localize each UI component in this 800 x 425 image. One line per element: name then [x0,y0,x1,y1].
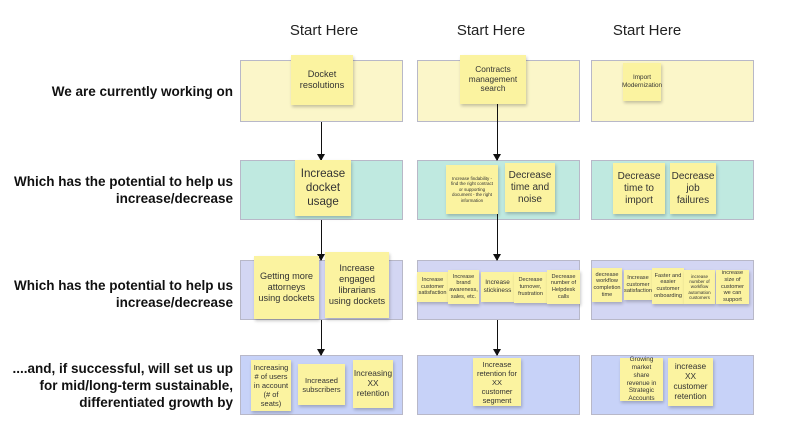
arrow-c2-2 [493,214,501,261]
arrow-c2-3 [493,320,501,356]
sticky-note[interactable]: decrease workflow completion time [592,268,622,302]
sticky-note[interactable]: Increase docket usage [295,160,351,216]
sticky-note[interactable]: Increase findability - find the right co… [446,165,498,214]
sticky-note[interactable]: Increasing XX retention [353,360,393,408]
sticky-note[interactable]: Contracts management search [460,55,526,104]
sticky-note[interactable]: Import Modernization [622,63,662,101]
arrow-c2-1 [493,104,501,161]
sticky-note[interactable]: Increase customer satisfaction [417,272,448,302]
column-header-3: Start Here [612,22,682,39]
sticky-note[interactable]: Increase brand awareness, sales, etc. [448,270,479,304]
sticky-note[interactable]: Decrease turnover, frustration [514,272,547,303]
row-label-working-on: We are currently working on [51,84,233,99]
sticky-note[interactable]: increase size of customer we can support [716,270,749,304]
band-c2-potential1 [417,160,580,220]
sticky-note[interactable]: Increase customer satisfaction [624,270,652,300]
sticky-note[interactable]: Decrease job failures [670,163,716,214]
sticky-note[interactable]: Getting more attorneys using dockets [254,256,319,319]
sticky-note[interactable]: Faster and easier customer onboarding [652,268,684,304]
row-label-potential-1: Which has the potential to help us incre… [13,174,233,206]
sticky-note[interactable]: increase XX customer retention [668,358,713,406]
column-header-1: Start Here [289,22,359,39]
sticky-note[interactable]: Decrease time to import [613,163,665,214]
row-label-growth: ....and, if successful, will set us up f… [12,361,233,410]
sticky-note[interactable]: Increase retention for XX customer segme… [473,358,521,406]
sticky-note[interactable]: Decrease number of Helpdesk calls [547,270,580,304]
arrow-c1-2 [317,220,325,261]
arrow-c1-1 [317,122,325,161]
sticky-note[interactable]: Increase stickiness [481,272,514,302]
row-label-potential-2: Which has the potential to help us incre… [13,278,233,310]
sticky-note[interactable]: Docket resolutions [291,55,353,105]
sticky-note[interactable]: Increase engaged librarians using docket… [325,252,389,318]
column-header-2: Start Here [456,22,526,39]
sticky-note[interactable]: increase number of workflow automation c… [684,270,715,304]
sticky-note[interactable]: Increasing # of users in account (# of s… [251,360,291,411]
arrow-c1-3 [317,320,325,356]
sticky-note[interactable]: Growing market share revenue in Strategi… [620,356,663,402]
sticky-note[interactable]: Increased subscribers [298,364,345,405]
band-c3-working [591,60,754,122]
sticky-note[interactable]: Decrease time and noise [505,163,555,212]
